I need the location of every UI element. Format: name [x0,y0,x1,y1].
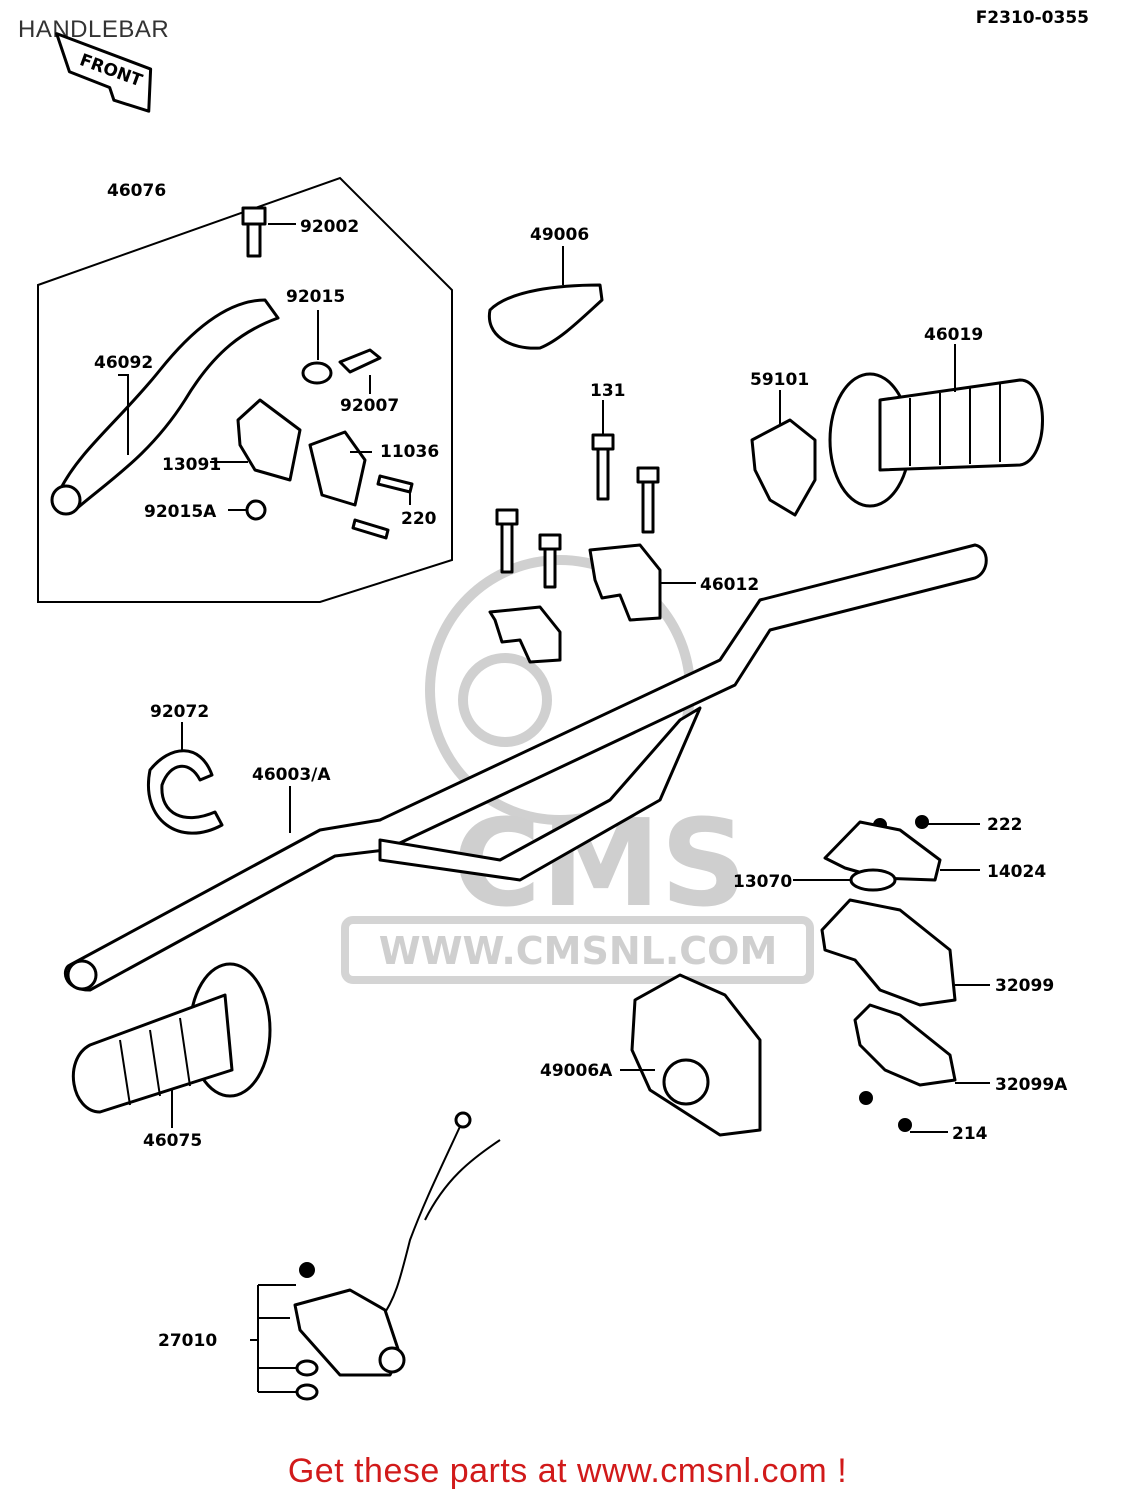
part-label: 92007 [340,396,399,416]
lever-cap [487,283,604,350]
kill-switch [250,1111,501,1401]
grip-left [71,962,272,1114]
part-label: 14024 [987,862,1046,882]
lever-assembly-outline [37,176,453,603]
front-arrow: FRONT [55,32,153,113]
part-label: 220 [401,509,437,529]
bolt-92002 [241,206,267,258]
part-label: 11036 [380,442,439,462]
lever [54,298,280,513]
part-label: 32099 [995,976,1054,996]
grip-right [828,372,1044,508]
part-label: 92002 [300,217,359,237]
part-label: 59101 [750,370,809,390]
clamp [308,430,367,507]
part-label: 92015 [286,287,345,307]
part-label: 46092 [94,353,153,373]
bolt-220-b [351,518,390,540]
perch [236,398,302,482]
part-labels: 46076 92002 49006 92015 46092 92007 1103… [94,181,1068,1351]
diagram-code: F2310-0355 [975,8,1089,28]
screw-92007 [338,348,382,374]
part-label: 46076 [107,181,166,201]
watermark-url: WWW.CMSNL.COM [379,929,778,973]
footer-link-text: Get these parts at www.cmsnl.com ! [287,1452,848,1490]
part-label: 222 [987,815,1023,835]
part-label: 46003/A [252,765,331,785]
holder-upper [588,543,662,622]
part-label: 13091 [162,455,221,475]
leader-lines [118,223,990,1133]
housing-32099A [853,1003,957,1087]
handlebar-crossbar [378,706,702,882]
part-label: 49006A [540,1061,613,1081]
washer-92015 [301,361,333,385]
band [147,749,224,835]
part-label: 92072 [150,702,209,722]
handlebar-end [66,959,98,991]
screw-214-b [898,1118,912,1132]
part-label: 131 [590,381,626,401]
o-ring-13070 [849,868,897,892]
screw-214-a [859,1091,873,1105]
part-label: 46012 [700,575,759,595]
holder-lower [488,605,562,664]
bolt-220-a [376,474,414,494]
bolts-131 [495,433,660,589]
throttle-guide [750,418,817,517]
screw-222-b [915,815,929,829]
housing-49006A [630,973,762,1137]
part-label: 32099A [995,1075,1068,1095]
lever-ball [50,484,82,516]
part-label: 27010 [158,1331,217,1351]
part-label: 92015A [144,502,217,522]
cover-14024 [823,820,942,882]
part-label: 46075 [143,1131,202,1151]
housing-49006A-bore [662,1058,710,1106]
part-label: 46019 [924,325,983,345]
part-label: 13070 [733,872,792,892]
part-label: 49006 [530,225,589,245]
handlebar [63,543,988,992]
watermark: CMS WWW.CMSNL.COM [341,555,814,984]
page-title: HANDLEBAR [18,16,170,43]
nut-92015A [245,499,267,521]
housing-32099 [820,898,957,1007]
part-label: 214 [952,1124,988,1144]
